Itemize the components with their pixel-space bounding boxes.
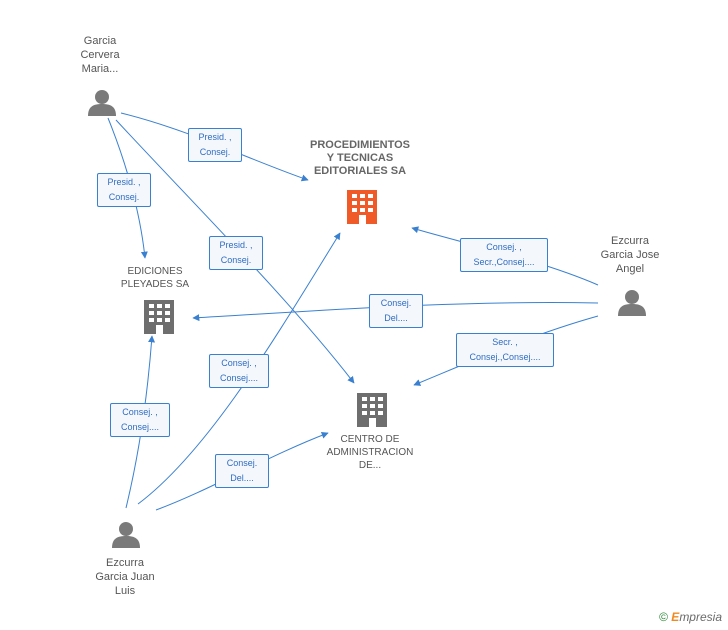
building-icon[interactable] (144, 300, 174, 334)
edge-label[interactable]: Consej. ,Secr.,Consej.... (460, 238, 548, 272)
edge-label[interactable]: Presid. ,Consej. (97, 173, 151, 207)
node-label-ediciones[interactable]: EDICIONES PLEYADES SA (120, 266, 190, 290)
building-icon[interactable] (357, 393, 387, 427)
building-icon[interactable] (347, 190, 377, 224)
copyright-icon: © (659, 610, 668, 624)
person-icon[interactable] (88, 90, 116, 116)
node-label-ezcurra-juan[interactable]: Ezcurra Garcia Juan Luis (95, 557, 155, 597)
edge-label[interactable]: Consej.Del.... (215, 454, 269, 488)
edge-label[interactable]: Presid. ,Consej. (188, 128, 242, 162)
node-label-procedimientos[interactable]: PROCEDIMIENTOS Y TECNICAS EDITORIALES SA (309, 139, 411, 177)
edge-label[interactable]: Consej. ,Consej.... (110, 403, 170, 437)
edge-label[interactable]: Consej.Del.... (369, 294, 423, 328)
node-label-garcia-cervera[interactable]: Garcia Cervera Maria... (80, 35, 120, 75)
empresia-logo[interactable]: © Empresia (659, 610, 722, 624)
edge-label[interactable]: Secr. ,Consej.,Consej.... (456, 333, 554, 367)
person-icon[interactable] (618, 290, 646, 316)
node-label-ezcurra-jose[interactable]: Ezcurra Garcia Jose Angel (600, 235, 660, 275)
edge-label[interactable]: Presid. ,Consej. (209, 236, 263, 270)
person-icon[interactable] (112, 522, 140, 548)
brand-e: E (671, 610, 680, 624)
brand-name: mpresia (679, 610, 722, 624)
node-label-centro[interactable]: CENTRO DE ADMINISTRACION DE... (326, 434, 414, 471)
edge-label[interactable]: Consej. ,Consej.... (209, 354, 269, 388)
